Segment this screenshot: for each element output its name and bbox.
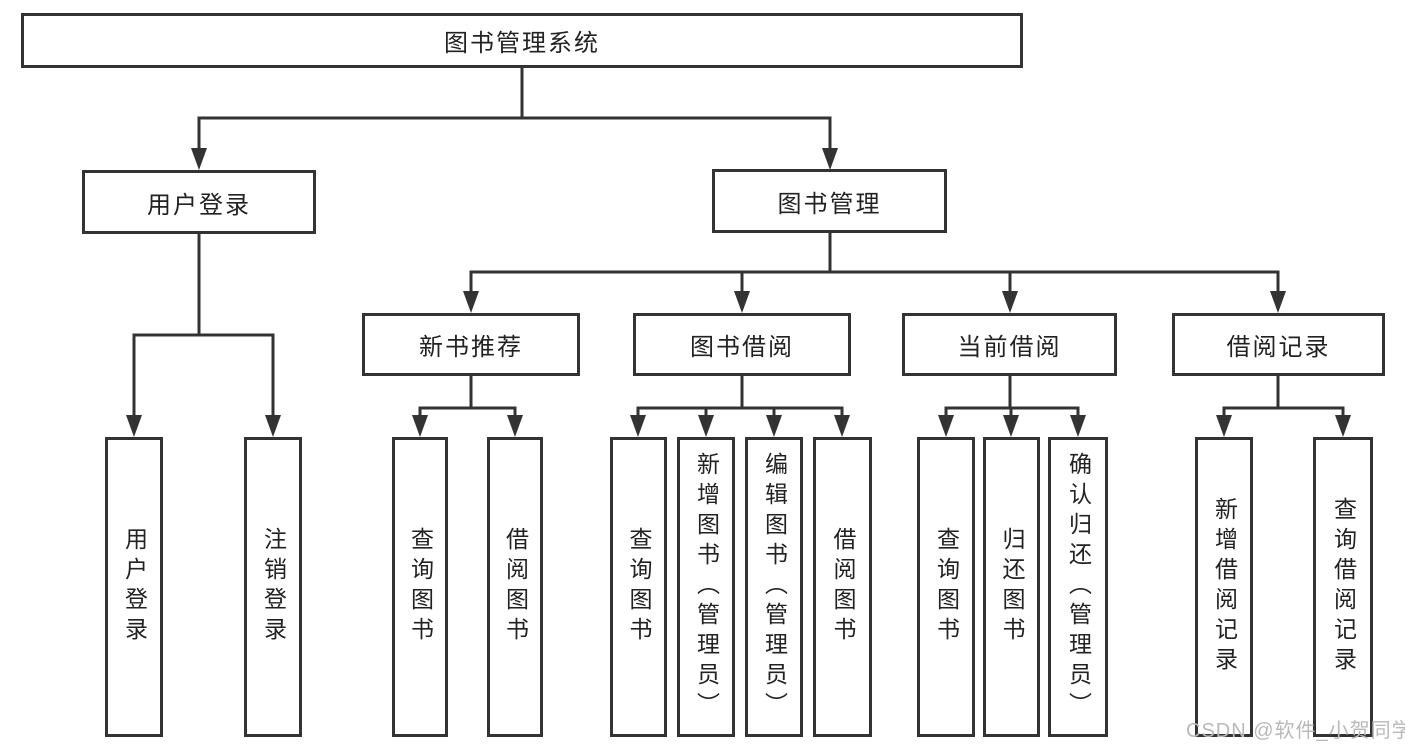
leaf-borrow-books-2: 借阅图书 — [813, 437, 872, 737]
node-new-book-recommend: 新书推荐 — [362, 313, 580, 376]
leaf-label: 查询图书 — [626, 527, 652, 647]
leaf-user-login: 用户登录 — [105, 437, 163, 737]
leaf-borrow-books-1: 借阅图书 — [487, 437, 543, 737]
node-current-borrow-label: 当前借阅 — [957, 334, 1062, 361]
leaf-label: 新增借阅记录 — [1211, 497, 1238, 677]
leaf-label: 查询图书 — [933, 527, 960, 647]
leaf-confirm-return-admin: 确认归还（管理员） — [1048, 437, 1108, 737]
leaf-edit-books-admin: 编辑图书（管理员） — [745, 437, 803, 737]
node-root: 图书管理系统 — [21, 13, 1023, 68]
leaf-label: 编辑图书（管理员） — [761, 452, 788, 722]
leaf-label: 新增图书（管理员） — [693, 452, 720, 722]
leaf-label: 查询借阅记录 — [1330, 497, 1357, 677]
node-book-management-label: 图书管理 — [777, 190, 882, 218]
leaf-logout: 注销登录 — [244, 437, 302, 737]
node-new-book-recommend-label: 新书推荐 — [419, 334, 523, 361]
node-user-login-label: 用户登录 — [147, 191, 251, 219]
node-borrow-records-label: 借阅记录 — [1226, 334, 1331, 361]
node-root-label: 图书管理系统 — [444, 30, 600, 57]
node-borrow-records: 借阅记录 — [1172, 313, 1385, 376]
leaf-label: 注销登录 — [260, 527, 287, 647]
node-book-management: 图书管理 — [712, 169, 947, 233]
leaf-query-borrow-record: 查询借阅记录 — [1313, 437, 1373, 737]
leaf-query-books-1: 查询图书 — [392, 437, 448, 737]
leaf-query-books-3: 查询图书 — [917, 437, 975, 737]
node-book-borrow-label: 图书借阅 — [690, 334, 794, 361]
leaf-query-books-2: 查询图书 — [610, 437, 667, 737]
leaf-return-books: 归还图书 — [983, 437, 1040, 737]
csdn-watermark: CSDN @软件_小贺同学 — [1186, 720, 1405, 742]
leaf-label: 归还图书 — [999, 527, 1025, 647]
leaf-label: 借阅图书 — [502, 527, 529, 647]
node-user-login: 用户登录 — [82, 170, 316, 234]
leaf-add-borrow-record: 新增借阅记录 — [1195, 437, 1253, 737]
leaf-add-books-admin: 新增图书（管理员） — [677, 437, 735, 737]
node-current-borrow: 当前借阅 — [902, 313, 1117, 376]
node-book-borrow: 图书借阅 — [633, 313, 851, 376]
leaf-label: 用户登录 — [121, 527, 148, 647]
leaf-label: 借阅图书 — [830, 527, 856, 647]
leaf-label: 确认归还（管理员） — [1065, 452, 1092, 722]
leaf-label: 查询图书 — [407, 527, 434, 647]
